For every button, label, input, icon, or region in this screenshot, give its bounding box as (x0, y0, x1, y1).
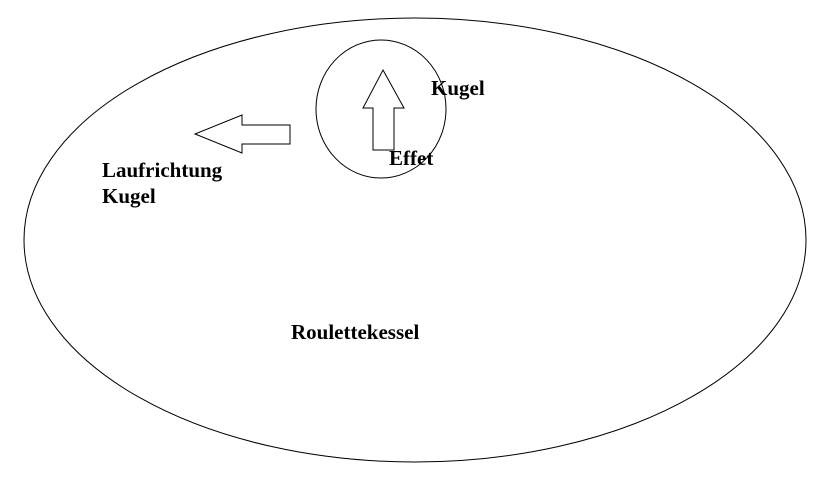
direction-label-line1: Laufrichtung (102, 158, 223, 182)
direction-label-line2: Kugel (102, 184, 156, 208)
roulette-bowl-ellipse (23, 17, 807, 463)
spin-label: Effet (389, 146, 434, 170)
spin-arrow-icon (362, 68, 405, 151)
direction-arrow-icon (193, 114, 291, 154)
ball-label: Kugel (431, 76, 485, 100)
bowl-label: Roulettekessel (291, 320, 420, 344)
direction-label: Laufrichtung Kugel (102, 157, 222, 209)
ball-circle (315, 39, 447, 179)
